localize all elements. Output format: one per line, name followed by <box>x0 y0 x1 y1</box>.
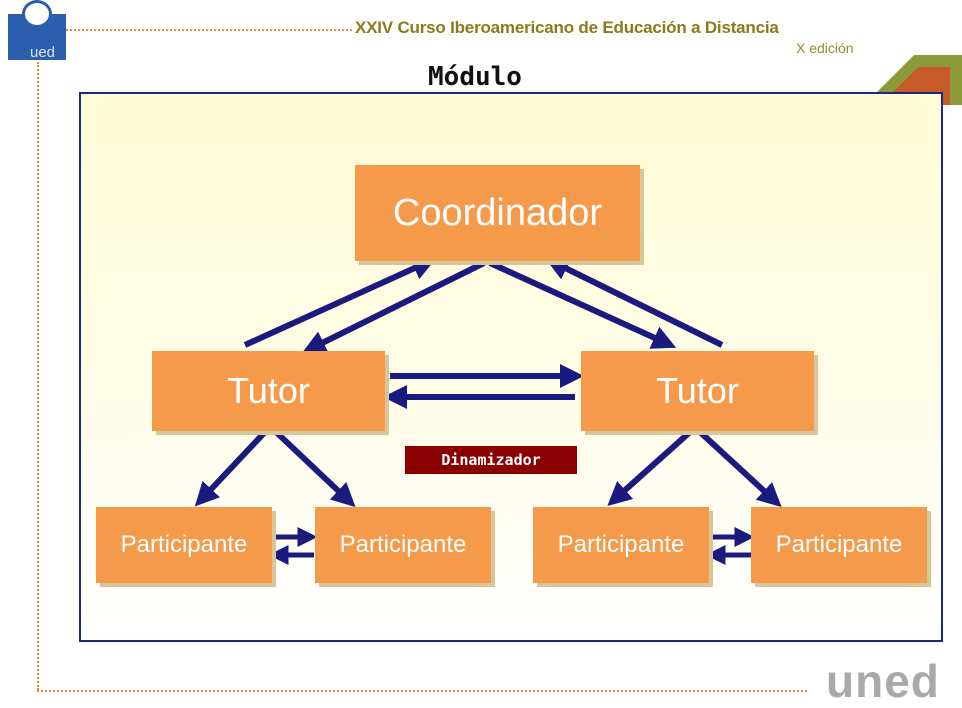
dotted-line-top <box>66 29 352 31</box>
participant-node-1: Participante <box>96 507 272 583</box>
uned-logo-top-left: ued <box>8 0 66 62</box>
tutor-node-left: Tutor <box>152 351 385 431</box>
dotted-line-bottom <box>37 690 807 692</box>
tutor-node-right: Tutor <box>581 351 814 431</box>
dotted-line-left <box>37 62 39 690</box>
edition-label: X edición <box>796 40 854 56</box>
logo-text: ued <box>30 44 56 61</box>
page-title: Módulo <box>428 62 522 92</box>
conference-title: XXIV Curso Iberoamericano de Educación a… <box>355 18 779 37</box>
uned-logo-bottom-right: uned <box>826 655 940 707</box>
coordinator-node: Coordinador <box>355 165 640 261</box>
participant-node-4: Participante <box>751 507 927 583</box>
participant-node-2: Participante <box>315 507 491 583</box>
dynamizer-label: Dinamizador <box>405 446 577 474</box>
participant-node-3: Participante <box>533 507 709 583</box>
